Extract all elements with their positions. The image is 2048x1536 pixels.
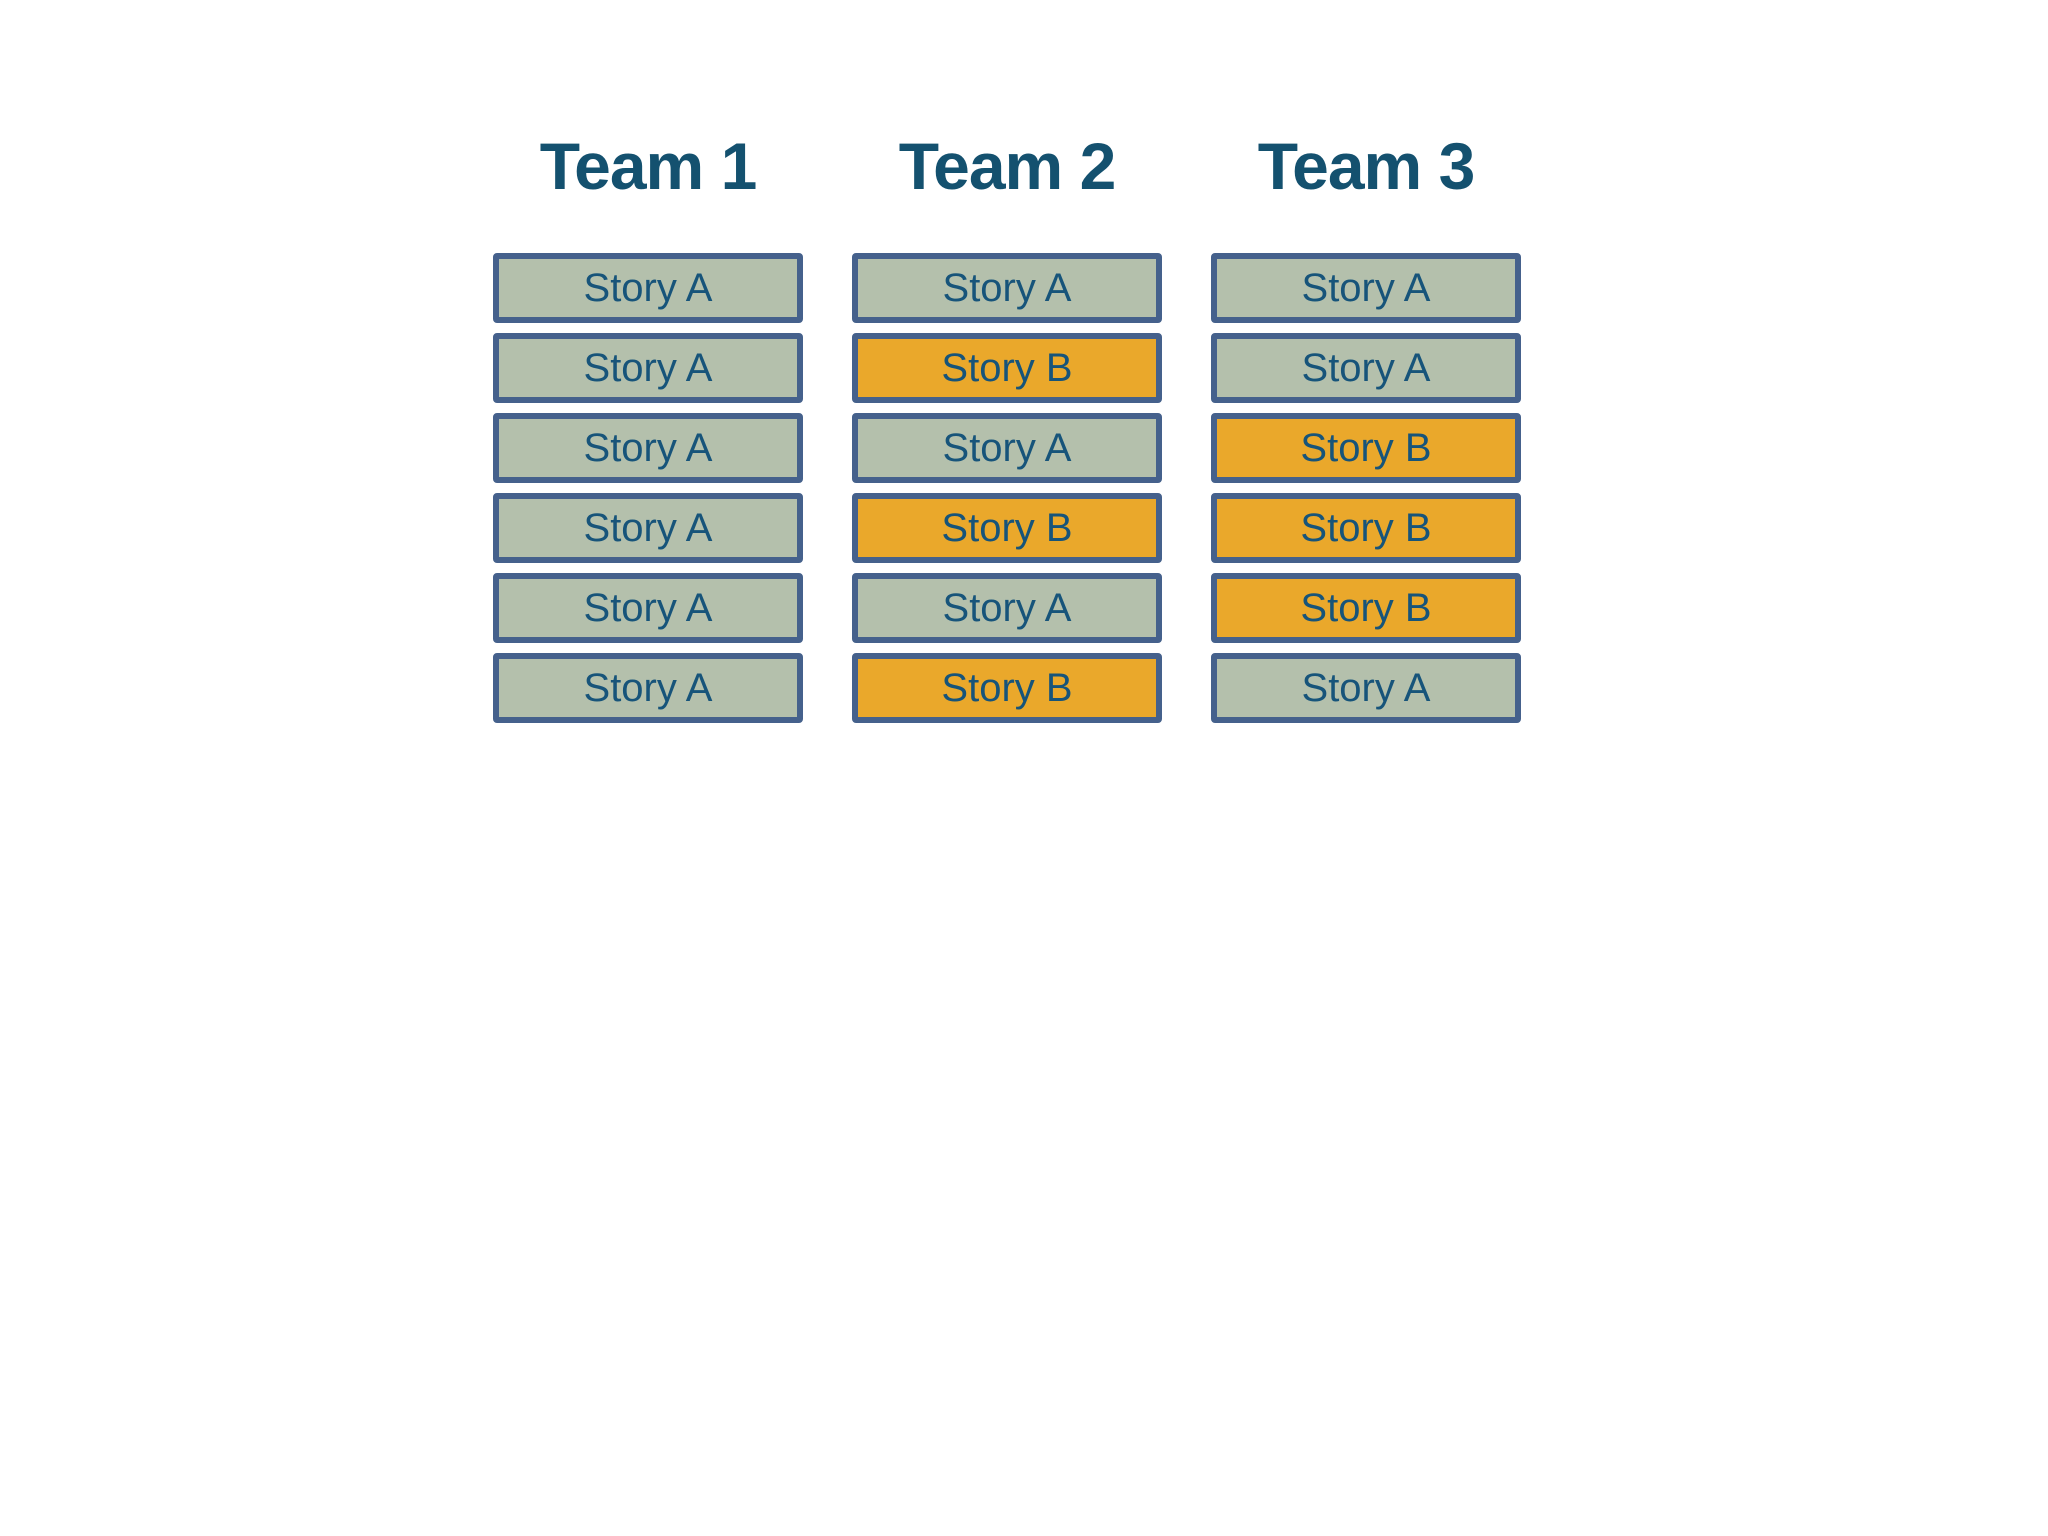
story-card-a: Story A [493,253,803,323]
story-card-b: Story B [852,653,1162,723]
story-card-b: Story B [852,333,1162,403]
story-card-a: Story A [1211,653,1521,723]
team-column: Team 3 Story A Story A Story B Story B Story… [1211,130,1521,733]
story-card-a: Story A [493,413,803,483]
story-card-b: Story B [1211,573,1521,643]
team-column: Team 2 Story A Story B Story A Story B Story… [852,130,1162,733]
story-card-a: Story A [852,253,1162,323]
team-column: Team 1 Story A Story A Story A Story A Story… [493,130,803,733]
story-card-a: Story A [493,493,803,563]
story-card-b: Story B [852,493,1162,563]
story-card-b: Story B [1211,493,1521,563]
story-card-a: Story A [493,573,803,643]
team-story-board: Team 1 Story A Story A Story A Story A Story… [493,130,1521,733]
story-card-a: Story A [493,653,803,723]
team-header: Team 2 [898,129,1117,203]
team-header: Team 1 [539,129,758,203]
team-header: Team 3 [1257,129,1476,203]
story-card-a: Story A [493,333,803,403]
story-card-a: Story A [852,413,1162,483]
story-card-a: Story A [1211,253,1521,323]
story-card-a: Story A [852,573,1162,643]
story-card-a: Story A [1211,333,1521,403]
story-card-b: Story B [1211,413,1521,483]
